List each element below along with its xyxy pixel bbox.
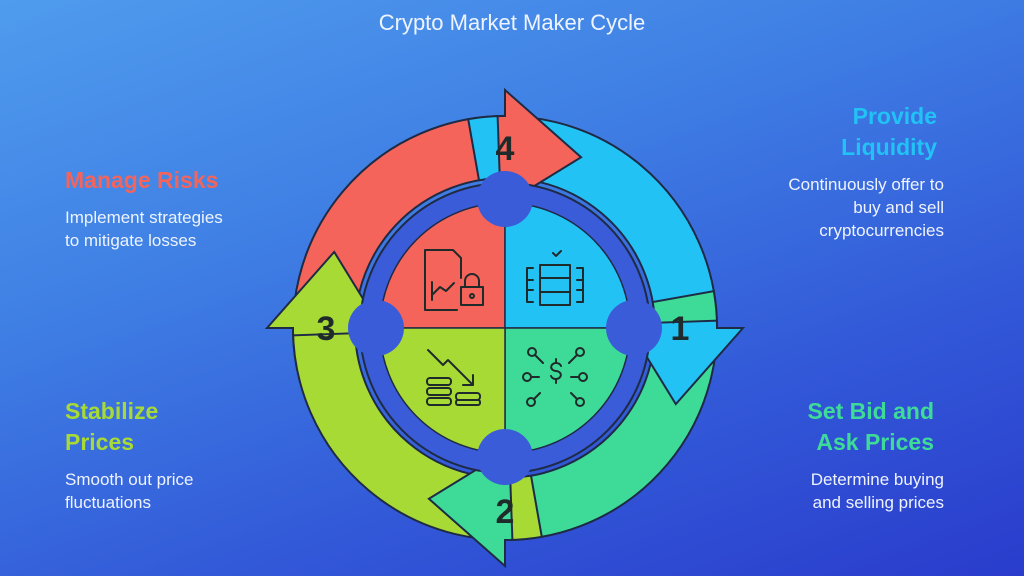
step-1-desc-2: buy and sell [853,198,944,217]
step-3-desc-2: fluctuations [65,493,151,512]
dollar-network-icon [522,347,588,407]
step-2-number: 2 [496,493,515,531]
step-2-title-2: Ask Prices [816,429,934,455]
database-check-icon [526,250,584,306]
step-4-desc-1: Implement strategies [65,208,223,227]
step-3-title-1: Stabilize [65,398,159,424]
step-1-desc-3: cryptocurrencies [819,221,944,240]
step-4-desc-2: to mitigate losses [65,231,197,250]
step-4-number: 4 [496,130,515,168]
step-3-desc-1: Smooth out price [65,470,194,489]
chart-lock-icon [424,249,484,311]
step-2-title-1: Set Bid and [807,398,934,424]
step-2-desc-2: and selling prices [812,493,944,512]
step-1-number: 1 [671,310,690,348]
quadrant-notch [477,171,533,227]
quadrant-notch [606,300,662,356]
step-4-text: Manage Risks Implement strategies to miti… [65,165,285,252]
diagram-title: Crypto Market Maker Cycle [378,10,646,35]
quadrant-notch [477,429,533,485]
step-1-title-1: Provide [852,103,937,129]
step-3-title-2: Prices [65,429,135,455]
step-1-title-2: Liquidity [841,134,937,160]
step-3-number: 3 [317,310,336,348]
step-2-desc-1: Determine buying [810,470,944,489]
quadrant-notch [348,300,404,356]
step-1-desc-1: Continuously offer to [788,175,944,194]
step-4-title: Manage Risks [65,167,219,193]
coins-trend-down-icon [426,349,481,406]
